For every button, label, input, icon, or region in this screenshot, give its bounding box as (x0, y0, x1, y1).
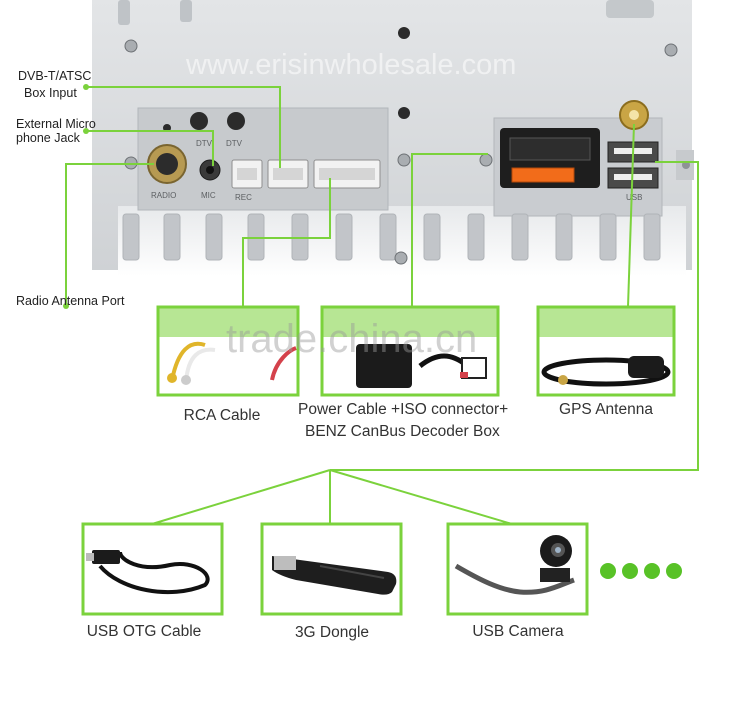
caption-power-cable-line1: Power Cable +ISO connector+ (298, 401, 509, 418)
mark-mic: MIC (201, 191, 216, 200)
watermark-top: www.erisinwholesale.com (185, 49, 516, 81)
mark-dtv2: DTV (226, 139, 243, 148)
caption-power-cable-line2: BENZ CanBus Decoder Box (305, 423, 500, 440)
usb-camera-box (446, 522, 589, 616)
usb-otg-cable-box (81, 522, 224, 616)
label-dvb-line1: DVB-T/ATSC (18, 69, 92, 83)
mark-usb: USB (626, 193, 642, 202)
watermark-middle: trade.china.cn (226, 317, 477, 361)
leader-lines (65, 86, 699, 525)
label-dvb-line2: Box Input (24, 86, 77, 100)
label-radio-antenna-port: Radio Antenna Port (16, 294, 125, 308)
caption-3g-dongle: 3G Dongle (294, 624, 370, 641)
mark-dtv1: DTV (196, 139, 213, 148)
caption-rca-cable: RCA Cable (183, 407, 261, 424)
mark-rec: REC (235, 193, 252, 202)
caption-usb-otg-cable: USB OTG Cable (86, 623, 202, 640)
rear-panel (92, 0, 694, 276)
3g-dongle-box (260, 522, 403, 616)
rca-cable-box (156, 305, 300, 397)
label-mic-line2: phone Jack (16, 131, 80, 145)
caption-usb-camera: USB Camera (472, 623, 564, 640)
label-mic-line1: External Micro (16, 117, 96, 131)
mark-radio: RADIO (151, 191, 176, 200)
caption-gps-antenna: GPS Antenna (559, 401, 653, 418)
power-cable-box (320, 305, 500, 397)
more-items-dots (600, 563, 682, 579)
gps-antenna-box (536, 305, 676, 397)
